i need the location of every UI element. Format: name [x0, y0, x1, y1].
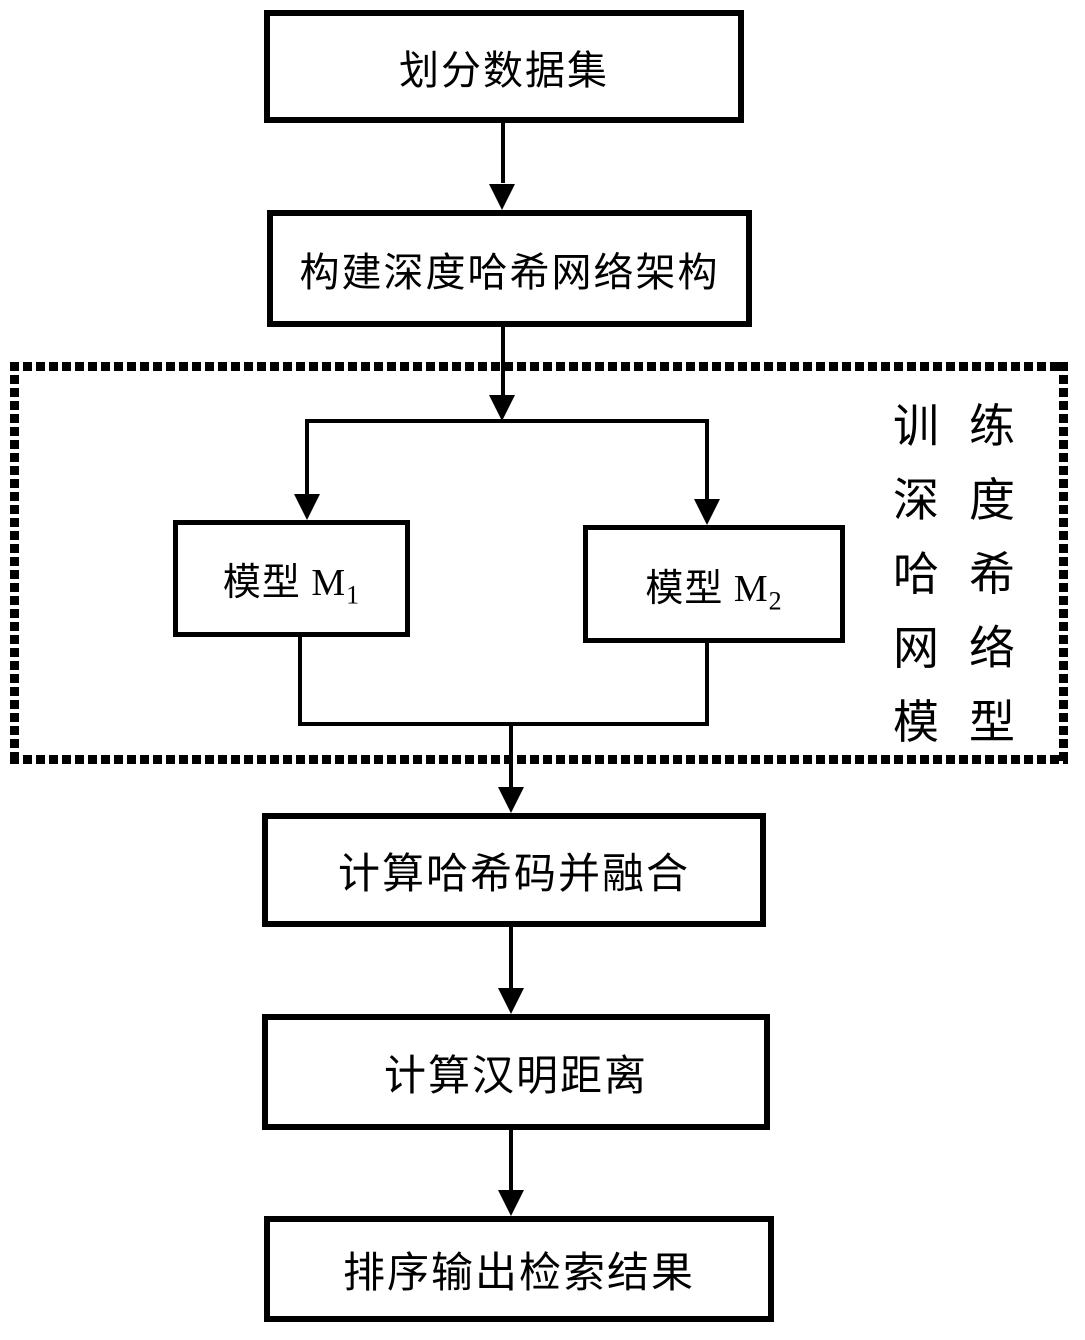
- connector-m2-to-merge: [705, 640, 709, 726]
- node-build-network-label: 构建深度哈希网络架构: [299, 249, 720, 295]
- branch-merge-line: [298, 722, 709, 726]
- arrowhead-merge-to-hash: [498, 787, 524, 813]
- node-hamming-distance-label: 计算汉明距离: [383, 1053, 648, 1100]
- node-split-dataset-label: 划分数据集: [399, 47, 609, 93]
- node-model-m1: 模型 M1: [173, 520, 410, 637]
- branch-split-line: [305, 419, 709, 423]
- connector-hash-to-hamming: [509, 924, 513, 989]
- training-group-border-bottom: [10, 755, 1068, 764]
- node-build-network: 构建深度哈希网络架构: [267, 210, 752, 327]
- training-group-border-top: [10, 362, 1068, 371]
- arrowhead-hash-to-hamming: [498, 988, 524, 1014]
- model-m2-subscript: 2: [768, 586, 783, 616]
- connector-merge-to-hash: [509, 722, 513, 788]
- connector-split-to-build: [501, 123, 505, 183]
- arrowhead-hamming-to-output: [498, 1190, 524, 1216]
- training-group-border-left: [10, 362, 19, 764]
- connector-hamming-to-output: [509, 1127, 513, 1191]
- node-sort-output-label: 排序输出检索结果: [342, 1250, 695, 1297]
- node-model-m2: 模型 M2: [583, 525, 845, 643]
- training-group-box: [10, 362, 1068, 764]
- model-m1-subscript: 1: [346, 580, 361, 610]
- node-compute-fuse-hash-label: 计算哈希码并融合: [337, 851, 690, 898]
- node-model-m2-label: 模型 M2: [645, 567, 783, 616]
- node-model-m1-label: 模型 M1: [222, 562, 361, 610]
- node-split-dataset: 划分数据集: [264, 10, 744, 123]
- training-group-border-right: [1059, 362, 1068, 764]
- connector-branch-to-m1: [305, 419, 309, 495]
- node-compute-fuse-hash: 计算哈希码并融合: [262, 813, 766, 927]
- connector-m1-to-merge: [298, 634, 302, 726]
- training-group-label-line: 训练: [893, 401, 1045, 452]
- arrowhead-branch-to-m2: [694, 499, 720, 525]
- connector-build-to-branch: [501, 325, 505, 395]
- training-group-label-line: 深度: [893, 475, 1045, 526]
- node-sort-output: 排序输出检索结果: [264, 1216, 774, 1322]
- training-group-label-line: 网络: [893, 623, 1045, 674]
- training-group-label-line: 哈希: [893, 549, 1045, 600]
- training-group-label: 训练 深度 哈希 网络 模型: [893, 390, 1045, 760]
- arrowhead-build-to-branch: [489, 395, 515, 421]
- arrowhead-split-to-build: [489, 184, 515, 210]
- node-hamming-distance: 计算汉明距离: [262, 1014, 770, 1130]
- connector-branch-to-m2: [705, 419, 709, 500]
- training-group-label-line: 模型: [893, 697, 1045, 748]
- arrowhead-branch-to-m1: [294, 494, 320, 520]
